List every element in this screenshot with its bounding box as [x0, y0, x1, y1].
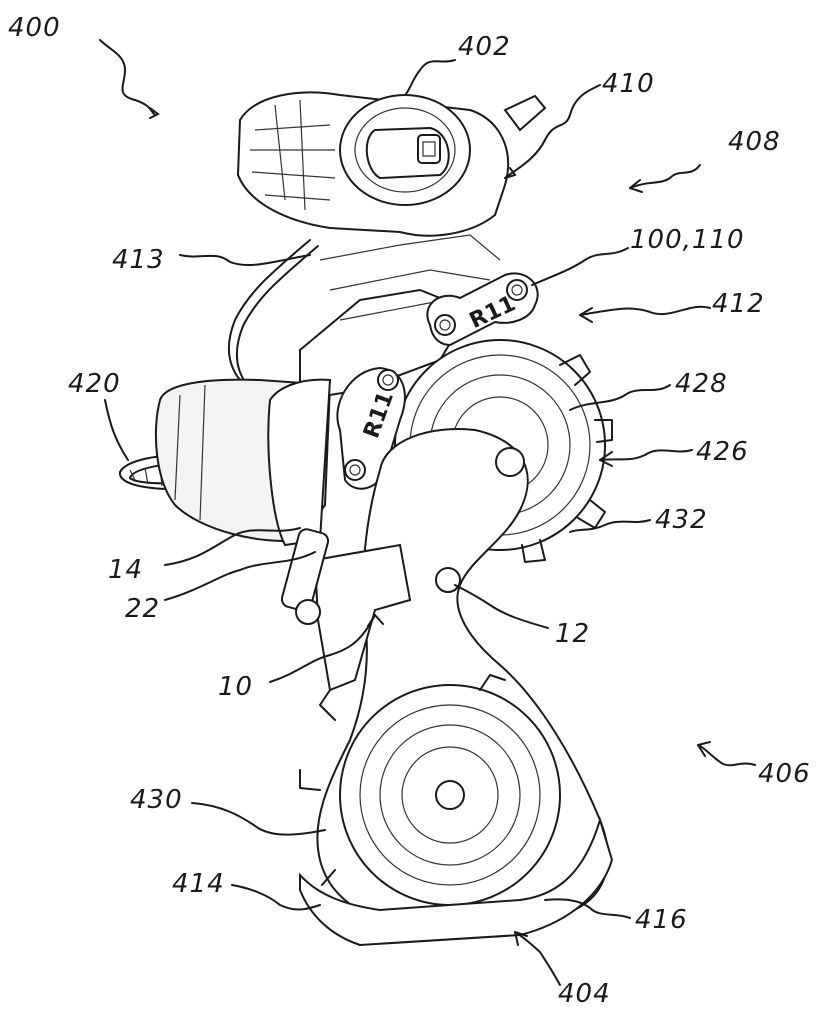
- label-12: 12: [555, 619, 590, 649]
- label-432: 432: [655, 505, 708, 535]
- label-404: 404: [558, 979, 611, 1009]
- chain-link-top: R11: [427, 273, 537, 345]
- label-406: 406: [758, 759, 811, 789]
- label-414: 414: [172, 869, 225, 899]
- label-400: 400: [8, 13, 61, 43]
- label-410: 410: [602, 69, 655, 99]
- label-426: 426: [696, 437, 749, 467]
- label-100-110: 100,110: [630, 225, 745, 255]
- motor-body: [238, 92, 545, 235]
- label-22: 22: [125, 594, 160, 624]
- label-430: 430: [130, 785, 183, 815]
- label-428: 428: [675, 369, 728, 399]
- label-420: 420: [68, 369, 121, 399]
- label-416: 416: [635, 905, 688, 935]
- label-408: 408: [728, 127, 781, 157]
- label-10: 10: [218, 672, 253, 702]
- label-14: 14: [108, 555, 143, 585]
- label-412: 412: [712, 289, 765, 319]
- label-402: 402: [458, 32, 511, 62]
- label-413: 413: [112, 245, 165, 275]
